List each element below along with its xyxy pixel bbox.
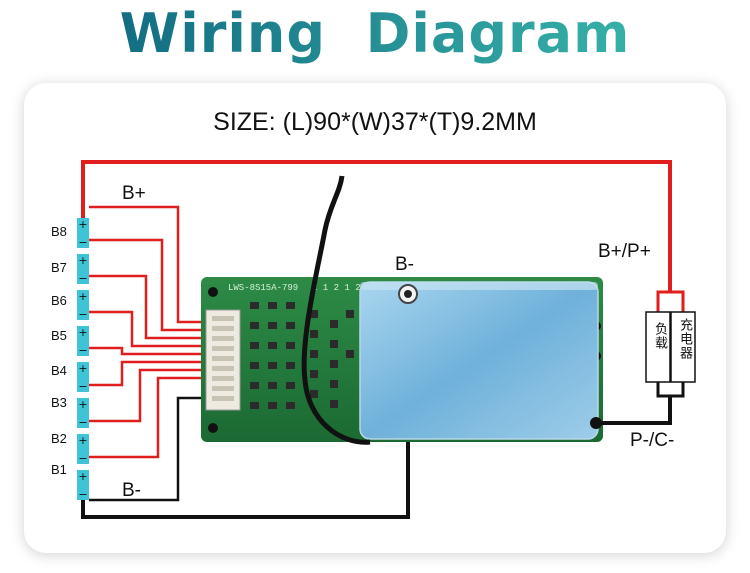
svg-text:+: + bbox=[78, 434, 87, 447]
cell-label-b3: B3 bbox=[51, 395, 67, 410]
main-positive-wire bbox=[81, 160, 672, 292]
svg-text:+: + bbox=[78, 326, 87, 339]
charger-label: 充电器 bbox=[677, 318, 692, 360]
svg-text:−: − bbox=[78, 452, 87, 465]
cell-label-b4: B4 bbox=[51, 363, 67, 378]
p-minus-c-minus-label: P-/C- bbox=[630, 430, 675, 451]
cell-label-b8: B8 bbox=[51, 224, 67, 239]
svg-text:−: − bbox=[78, 272, 87, 285]
svg-text:+: + bbox=[78, 218, 87, 231]
cell-label-b2: B2 bbox=[51, 431, 67, 446]
board-model-text: LWS-8S15A-799 bbox=[228, 283, 298, 293]
board-components bbox=[250, 302, 354, 409]
svg-text:−: − bbox=[78, 236, 87, 249]
svg-text:−: − bbox=[78, 344, 87, 357]
cell-label-b6: B6 bbox=[51, 293, 67, 308]
b-minus-label: B- bbox=[122, 480, 141, 501]
svg-text:−: − bbox=[78, 380, 87, 393]
svg-text:+: + bbox=[78, 398, 87, 411]
cell-label-b5: B5 bbox=[51, 328, 67, 343]
cell-label-b1: B1 bbox=[51, 462, 67, 477]
svg-text:+: + bbox=[78, 290, 87, 303]
board-code-text: 2 1 2 1 2 1 4 bbox=[312, 283, 382, 293]
charger-box bbox=[670, 311, 696, 383]
sensor-wire bbox=[301, 175, 371, 445]
load-box bbox=[645, 311, 671, 383]
size-text: SIZE: (L)90*(W)37*(T)9.2MM bbox=[213, 108, 537, 136]
balance-wires bbox=[89, 205, 222, 459]
svg-text:+: + bbox=[78, 470, 87, 483]
b-plus-p-plus-label: B+/P+ bbox=[598, 241, 651, 262]
svg-text:−: − bbox=[78, 308, 87, 321]
load-label: 负载 bbox=[652, 322, 667, 350]
cell-label-b7: B7 bbox=[51, 260, 67, 275]
svg-text:−: − bbox=[78, 488, 87, 501]
p-minus-terminal bbox=[590, 417, 602, 429]
svg-text:−: − bbox=[78, 416, 87, 429]
svg-text:+: + bbox=[78, 362, 87, 375]
balance-negative-wire bbox=[89, 396, 222, 502]
b-plus-label: B+ bbox=[122, 183, 146, 204]
p-minus-wire bbox=[596, 396, 672, 425]
battery-cells bbox=[77, 218, 89, 500]
b-minus-board-label: B- bbox=[395, 254, 414, 275]
svg-text:+: + bbox=[78, 254, 87, 267]
page-title: Wiring Diagram bbox=[0, 2, 750, 65]
heatsink-plate bbox=[359, 281, 599, 440]
